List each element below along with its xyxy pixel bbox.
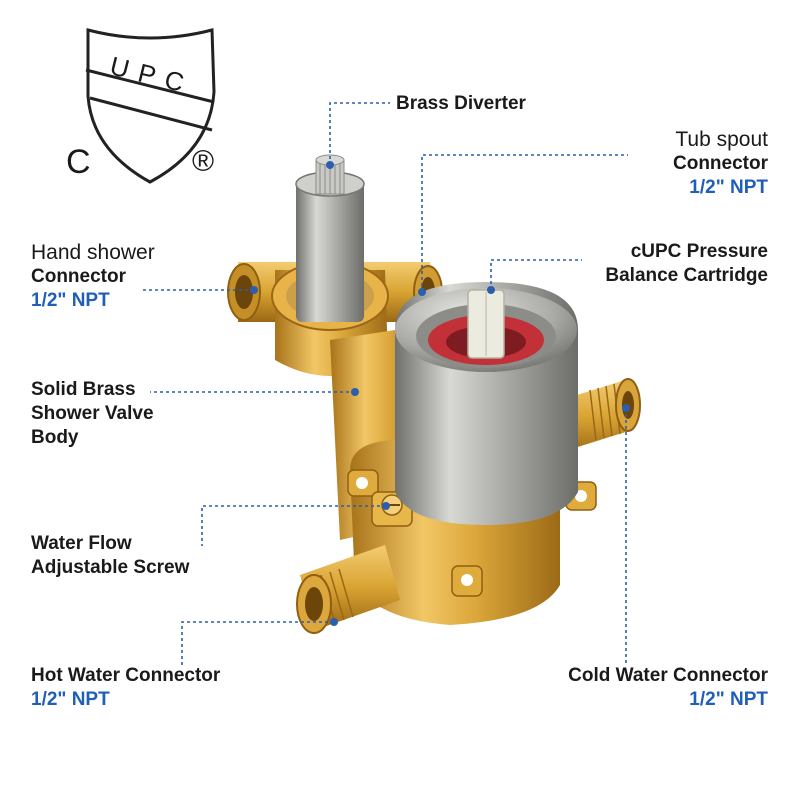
- pressure-balance-cartridge: [395, 282, 578, 525]
- upc-shield-icon: [86, 28, 216, 184]
- cold-water-spec: 1/2" NPT: [689, 689, 768, 710]
- leader-lines: [140, 102, 628, 668]
- leader-cartridge: [490, 259, 582, 290]
- hand-shower-spec: 1/2" NPT: [31, 290, 110, 311]
- hot-water-line1: Hot Water Connector: [31, 665, 221, 686]
- tub-spout-line2: Connector: [673, 153, 768, 174]
- label-flow-screw: Water Flow Adjustable Screw: [31, 532, 189, 580]
- cold-water-thread: [589, 383, 621, 441]
- tub-spout-line1: Tub spout: [675, 128, 768, 151]
- label-valve-body: Solid Brass Shower Valve Body: [31, 378, 154, 450]
- tub-spout-spec: 1/2" NPT: [689, 177, 768, 198]
- c-mark: C: [66, 143, 91, 181]
- brass-diverter-title: Brass Diverter: [396, 93, 526, 114]
- cartridge-line1: cUPC Pressure: [630, 241, 768, 262]
- hand-shower-line2: Connector: [31, 266, 126, 287]
- leader-tub-spout: [421, 154, 628, 292]
- hand-shower-line1: Hand shower: [31, 241, 155, 264]
- flow-screw-line2: Adjustable Screw: [31, 557, 190, 578]
- diverter-sleeve: [296, 182, 364, 322]
- shield-band-top: [85, 68, 215, 104]
- registered-mark: ®: [192, 145, 215, 178]
- label-cartridge: cUPC Pressure Balance Cartridge: [605, 240, 768, 288]
- valve-body-line2: Shower Valve: [31, 403, 154, 424]
- hot-water-spec: 1/2" NPT: [31, 689, 110, 710]
- leader-flow-screw: [201, 505, 386, 546]
- cold-water-line1: Cold Water Connector: [568, 665, 768, 686]
- shield-band-bottom: [89, 96, 213, 132]
- brass-diverter: [295, 154, 365, 322]
- valve-body-line1: Solid Brass: [31, 379, 136, 400]
- cartridge-line2: Balance Cartridge: [605, 265, 768, 286]
- label-cold-water: Cold Water Connector 1/2" NPT: [568, 664, 768, 712]
- label-brass-diverter: Brass Diverter: [396, 92, 526, 116]
- upc-certification-mark: [85, 28, 216, 184]
- leader-hot-water: [181, 621, 334, 668]
- flow-screw-line1: Water Flow: [31, 533, 132, 554]
- label-tub-spout: Tub spout Connector 1/2" NPT: [673, 128, 768, 200]
- leader-brass-diverter: [329, 102, 390, 165]
- label-hand-shower: Hand shower Connector 1/2" NPT: [31, 241, 155, 313]
- leader-endpoints: [250, 161, 630, 626]
- label-hot-water: Hot Water Connector 1/2" NPT: [31, 664, 220, 712]
- valve-body-line3: Body: [31, 427, 79, 448]
